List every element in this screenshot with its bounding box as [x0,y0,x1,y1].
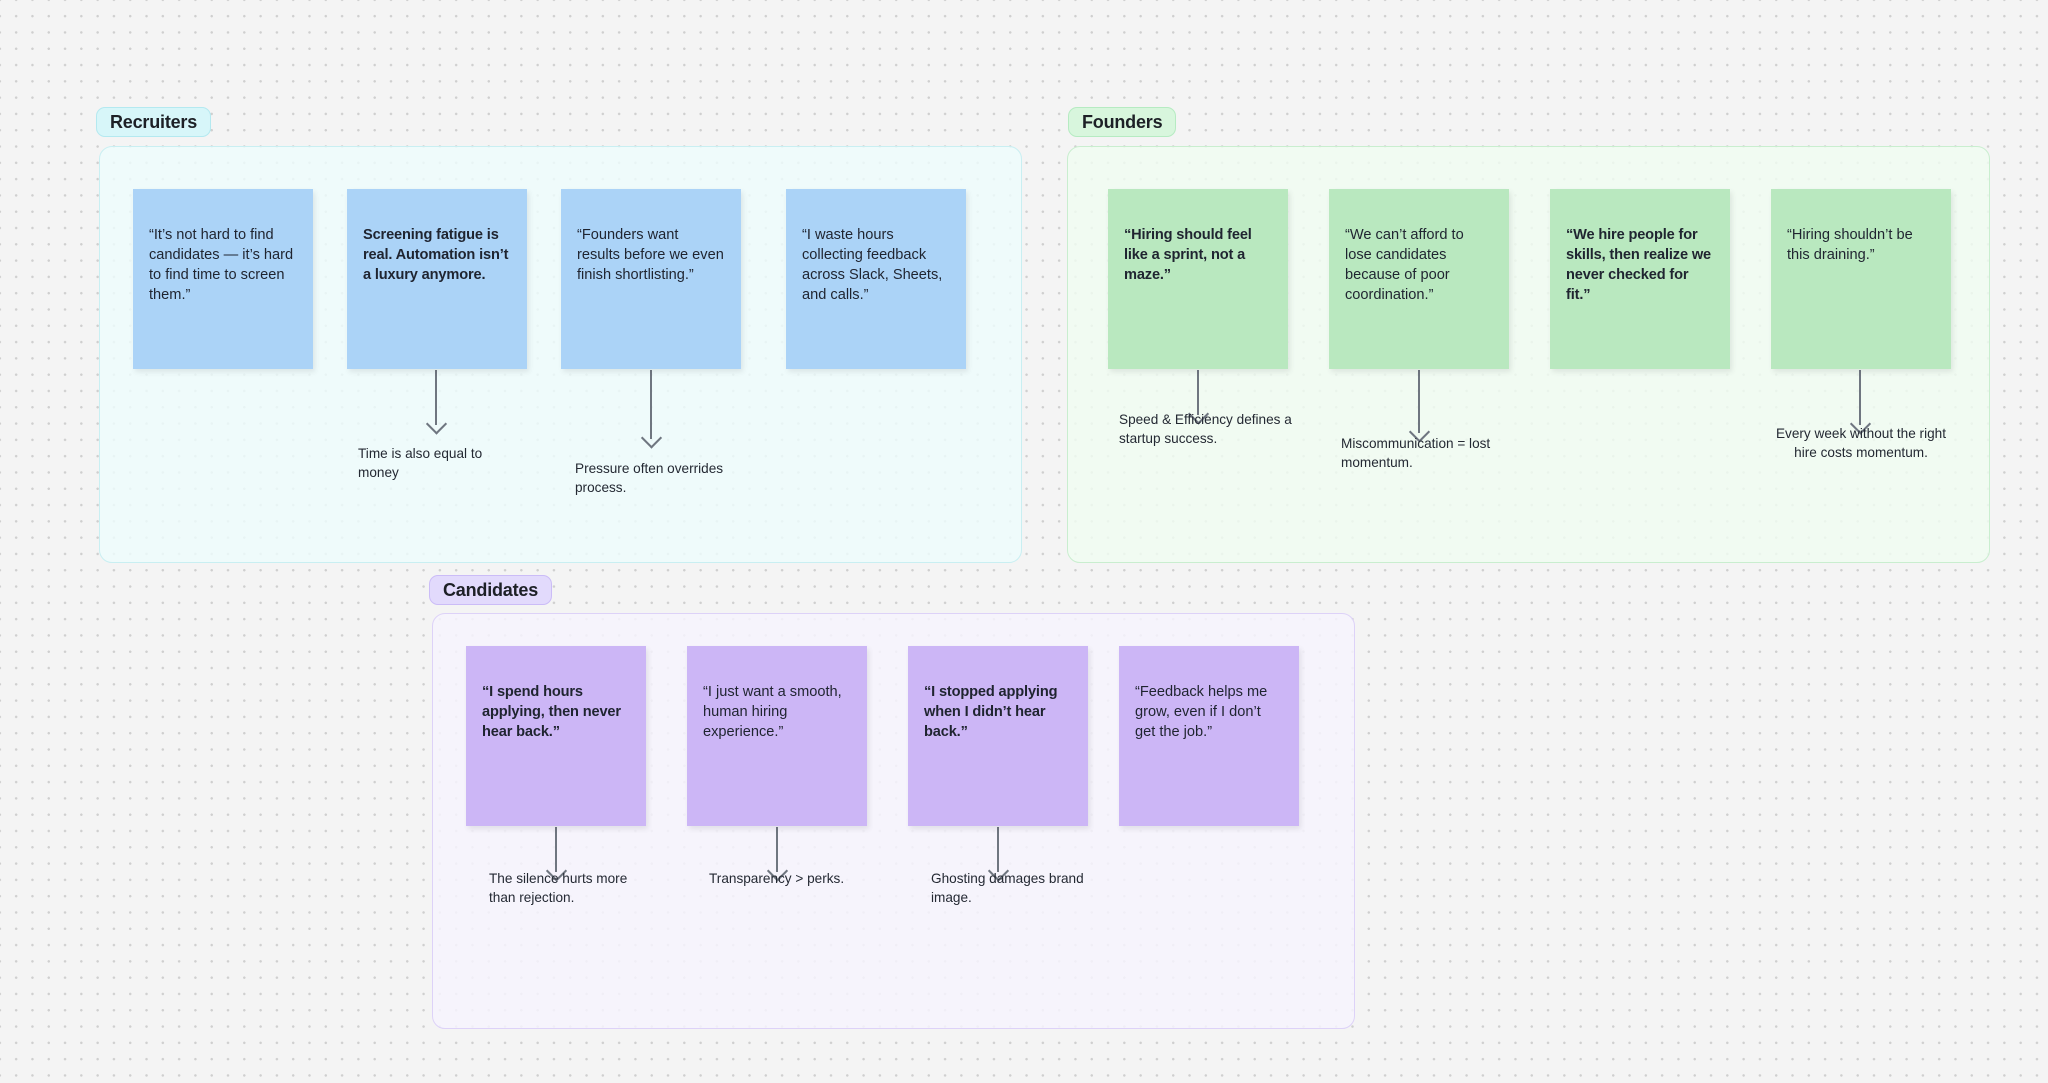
arrow-caption: Time is also equal to money [358,446,483,481]
sticky-note[interactable]: “I stopped applying when I didn’t hear b… [908,646,1088,826]
connector-arrow [1849,370,1871,436]
arrow-shaft [1417,370,1421,433]
section-label-founders: Founders [1082,111,1163,132]
arrow-head-icon [640,427,662,449]
sticky-note-text: “It’s not hard to find candidates — it’s… [149,226,294,303]
connector-arrow [987,827,1009,883]
sticky-note-text: “I just want a smooth, human hiring expe… [703,683,842,740]
section-label-candidates: Candidates [443,579,539,600]
sticky-note-text: “I spend hours applying, then never hear… [482,683,621,740]
section-chip-candidates[interactable]: Candidates [429,575,553,605]
connector-arrow [1187,370,1209,426]
sticky-note-text: “We can’t afford to lose candidates beca… [1345,226,1464,303]
section-label-recruiters: Recruiters [110,111,198,132]
sticky-note-text: “We hire people for skills, then realize… [1566,226,1711,303]
sticky-note[interactable]: “Feedback helps me grow, even if I don’t… [1119,646,1299,826]
connector-arrow [766,827,788,883]
arrow-caption: Transparency > perks. [709,871,845,886]
connector-arrow [425,370,447,436]
sticky-note[interactable]: Screening fatigue is real. Automation is… [347,189,527,369]
arrow-shaft [996,827,1000,872]
sticky-note-text: “I waste hours collecting feedback acros… [802,226,943,303]
sticky-note[interactable]: “We can’t afford to lose candidates beca… [1329,189,1509,369]
arrow-caption: The silence hurts more than rejection. [489,871,628,906]
arrow-head-icon [425,413,447,435]
sticky-note[interactable]: “I waste hours collecting feedback acros… [786,189,966,369]
arrow-caption: Speed & Efficiency defines a startup suc… [1119,412,1292,447]
arrow-shaft [1858,370,1862,425]
arrow-shaft [649,370,653,439]
sticky-note[interactable]: “It’s not hard to find candidates — it’s… [133,189,313,369]
arrow-caption: Ghosting damages brand image. [931,871,1084,906]
arrow-caption: Miscommunication = lost momentum. [1341,436,1491,471]
connector-arrow [545,827,567,883]
connector-arrow [1408,370,1430,444]
sticky-note-text: “Feedback helps me grow, even if I don’t… [1135,683,1268,740]
sticky-note-text: “Hiring shouldn’t be this draining.” [1787,226,1913,263]
arrow-caption: Pressure often overrides process. [575,461,724,496]
sticky-note-text: “Hiring should feel like a sprint, not a… [1124,226,1252,283]
arrow-shaft [775,827,779,872]
arrow-shaft [434,370,438,425]
sticky-note[interactable]: “We hire people for skills, then realize… [1550,189,1730,369]
arrow-shaft [554,827,558,872]
arrow-caption: Every week without the right hire costs … [1775,426,1946,461]
sticky-note[interactable]: “Hiring should feel like a sprint, not a… [1108,189,1288,369]
section-chip-recruiters[interactable]: Recruiters [96,107,212,137]
sticky-note[interactable]: “I just want a smooth, human hiring expe… [687,646,867,826]
sticky-note-text: “I stopped applying when I didn’t hear b… [924,683,1058,740]
sticky-note-text: Screening fatigue is real. Automation is… [363,226,509,283]
sticky-note[interactable]: “I spend hours applying, then never hear… [466,646,646,826]
sticky-note[interactable]: “Hiring shouldn’t be this draining.” [1771,189,1951,369]
sticky-note-text: “Founders want results before we even fi… [577,226,724,283]
section-chip-founders[interactable]: Founders [1068,107,1177,137]
connector-arrow [640,370,662,450]
arrow-shaft [1196,370,1200,415]
sticky-note[interactable]: “Founders want results before we even fi… [561,189,741,369]
